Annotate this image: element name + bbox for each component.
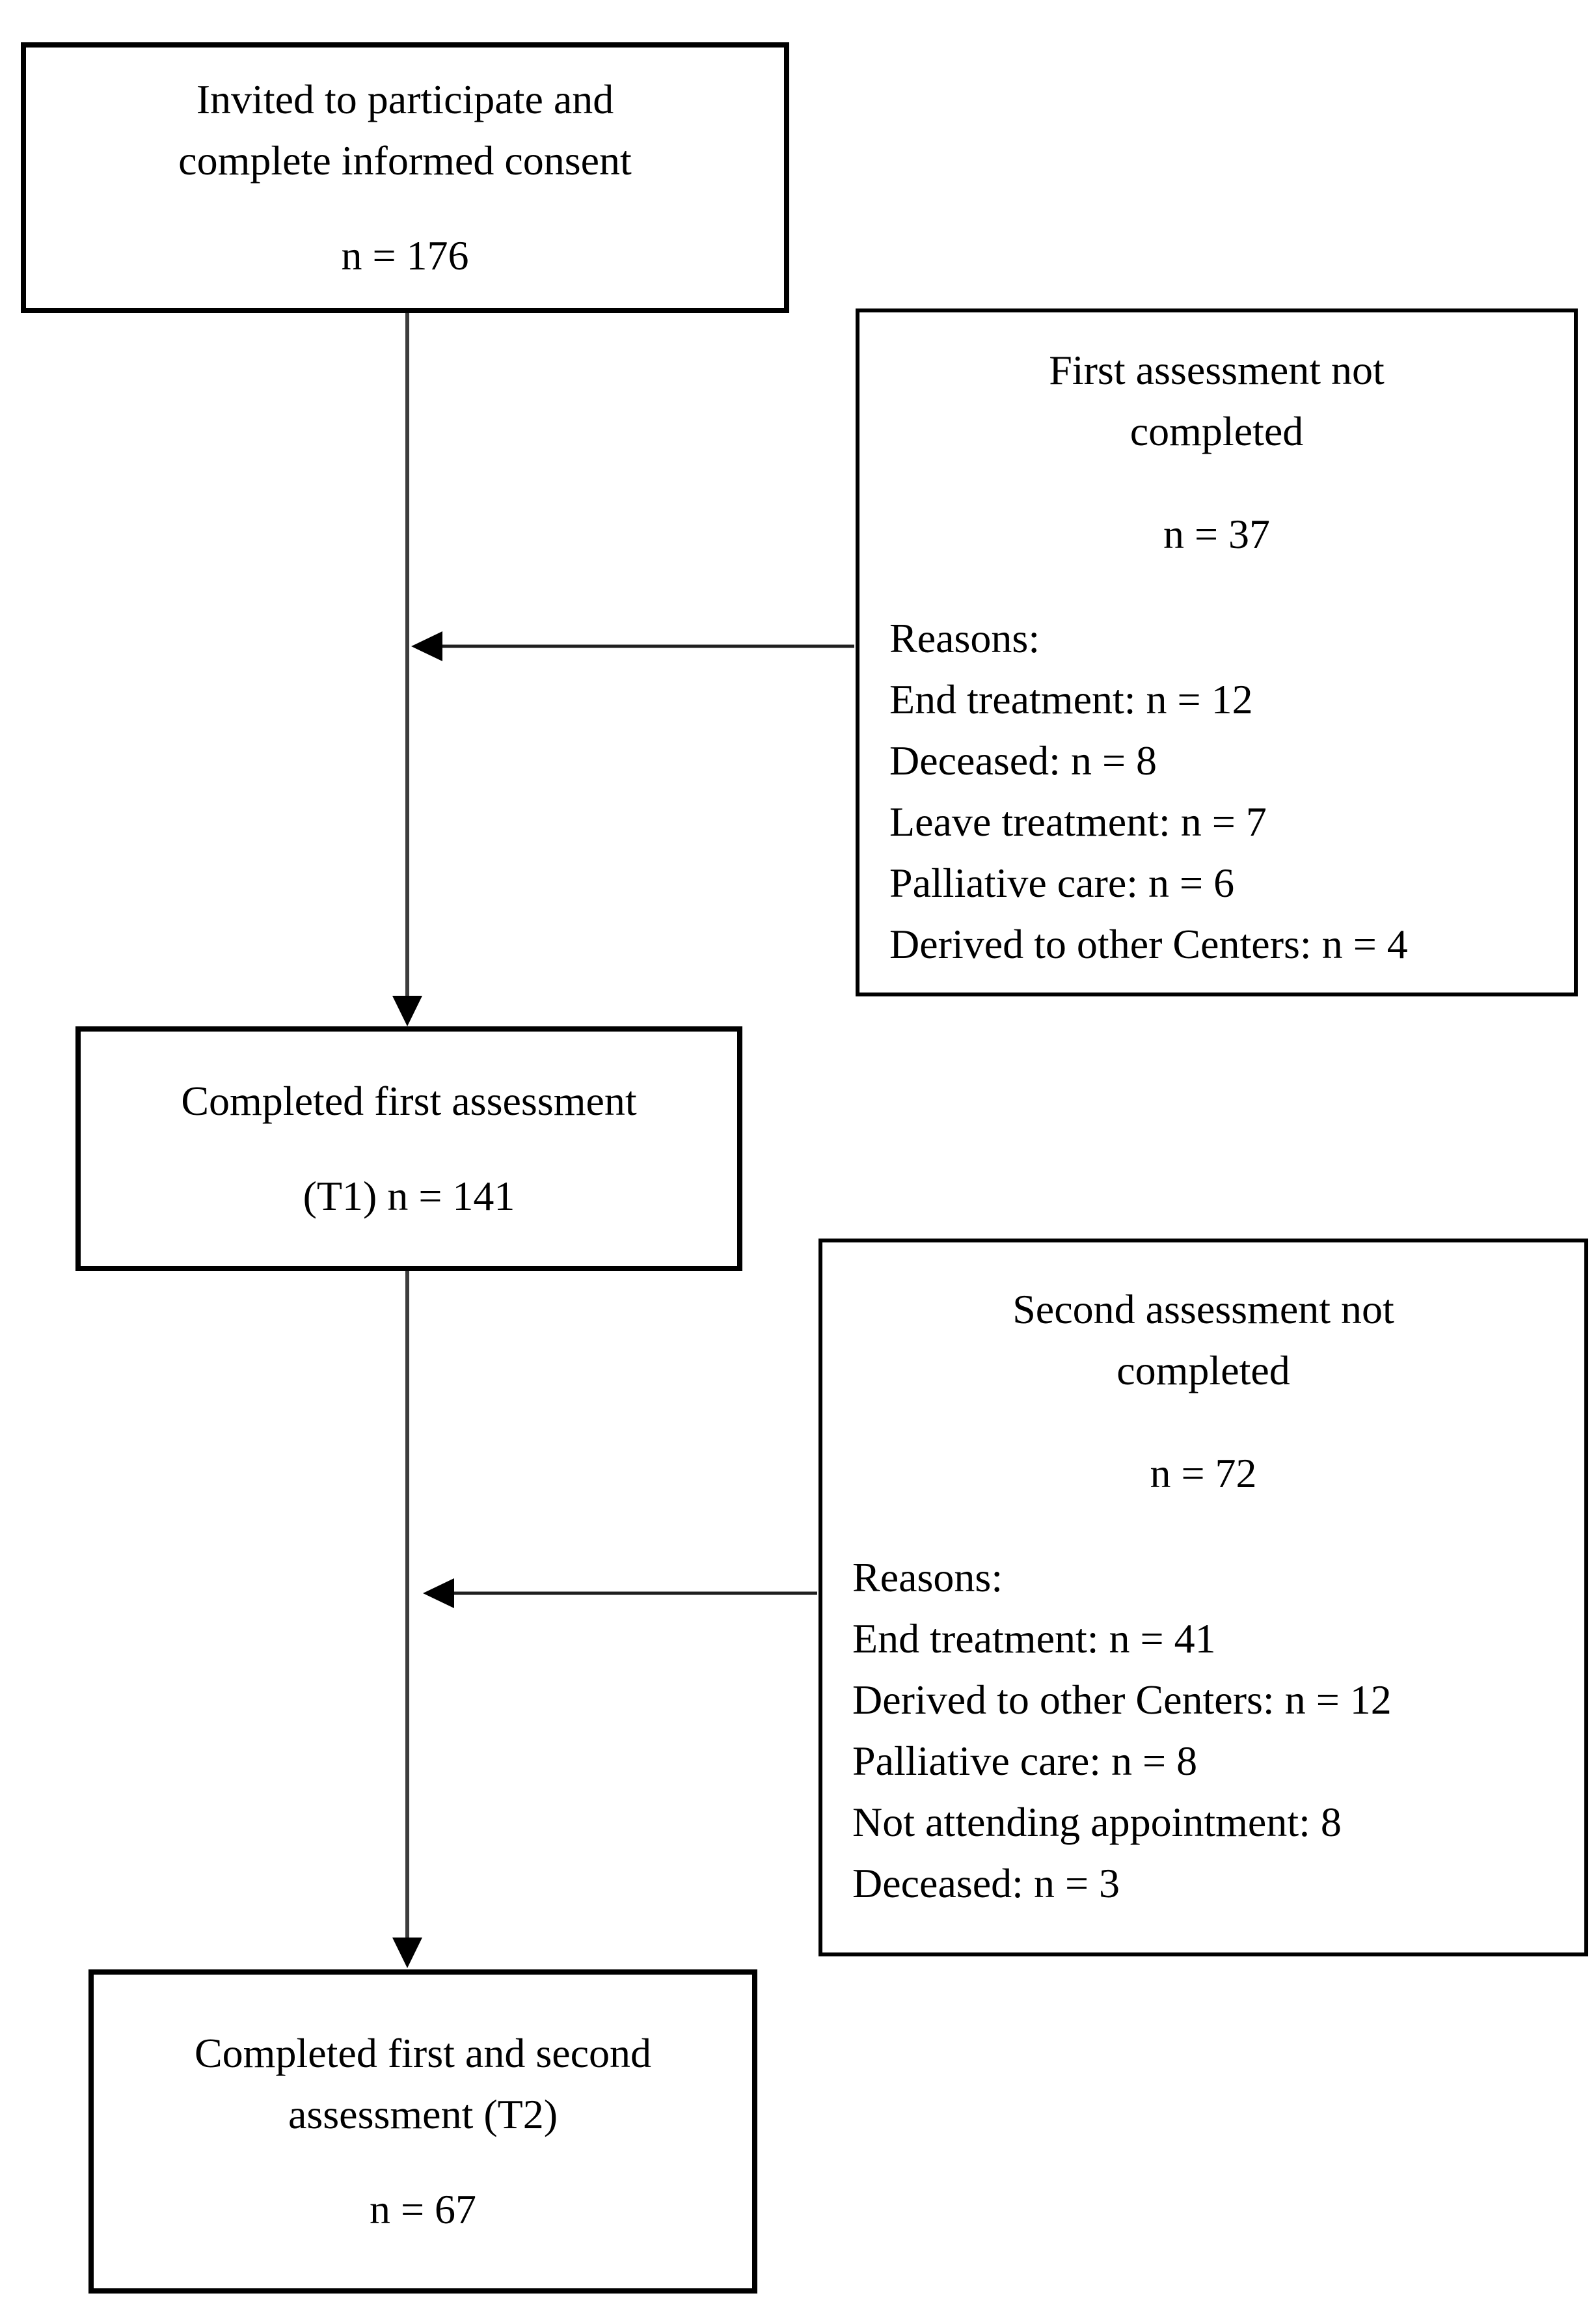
arrowhead-left-dropout1-icon (411, 631, 442, 661)
box-dropout-first-reasons: Reasons: End treatment: n = 12 Deceased:… (859, 608, 1421, 975)
box-dropout-second-reasons: Reasons: End treatment: n = 41 Derived t… (822, 1547, 1405, 1914)
box-completed-t2-count: n = 67 (369, 2186, 477, 2232)
arrowhead-left-dropout2-icon (423, 1578, 454, 1608)
reason-item: Palliative care: n = 8 (852, 1738, 1198, 1784)
arrowhead-down-t2-icon (392, 1938, 422, 1968)
box-dropout-first: First assessment not completed n = 37 Re… (856, 308, 1578, 996)
reason-item: Leave treatment: n = 7 (889, 799, 1267, 845)
box-completed-t1-line1: Completed first assessment (181, 1078, 637, 1124)
box-dropout-second: Second assessment not completed n = 72 R… (818, 1239, 1588, 1956)
reason-item: End treatment: n = 41 (852, 1615, 1216, 1662)
reason-item: Palliative care: n = 6 (889, 860, 1235, 906)
box-invited-line2: complete informed consent (178, 137, 632, 184)
box-dropout-second-title1: Second assessment not (1012, 1286, 1394, 1332)
arrowhead-down-t1-icon (392, 996, 422, 1026)
box-completed-t1-count: (T1) n = 141 (303, 1173, 515, 1219)
box-completed-t2-line1: Completed first and second (194, 2030, 652, 2076)
reason-item: Deceased: n = 3 (852, 1860, 1120, 1906)
box-dropout-first-count: n = 37 (1163, 511, 1271, 557)
box-invited: Invited to participate and complete info… (21, 42, 789, 313)
reasons-label: Reasons: (889, 615, 1040, 661)
box-completed-t2: Completed first and second assessment (T… (88, 1969, 757, 2294)
box-completed-t2-line2: assessment (T2) (288, 2091, 558, 2137)
box-invited-count: n = 176 (341, 232, 469, 279)
box-completed-t1: Completed first assessment (T1) n = 141 (75, 1026, 742, 1271)
reason-item: Derived to other Centers: n = 4 (889, 921, 1408, 967)
box-dropout-second-title2: completed (1116, 1347, 1290, 1393)
reason-item: Derived to other Centers: n = 12 (852, 1677, 1392, 1723)
box-dropout-second-count: n = 72 (1150, 1450, 1257, 1496)
box-dropout-first-title1: First assessment not (1049, 347, 1385, 393)
box-invited-line1: Invited to participate and (196, 76, 614, 122)
box-dropout-first-title2: completed (1129, 408, 1304, 454)
reason-item: End treatment: n = 12 (889, 676, 1253, 722)
reasons-label: Reasons: (852, 1554, 1003, 1600)
reason-item: Not attending appointment: 8 (852, 1799, 1342, 1845)
reason-item: Deceased: n = 8 (889, 737, 1157, 784)
